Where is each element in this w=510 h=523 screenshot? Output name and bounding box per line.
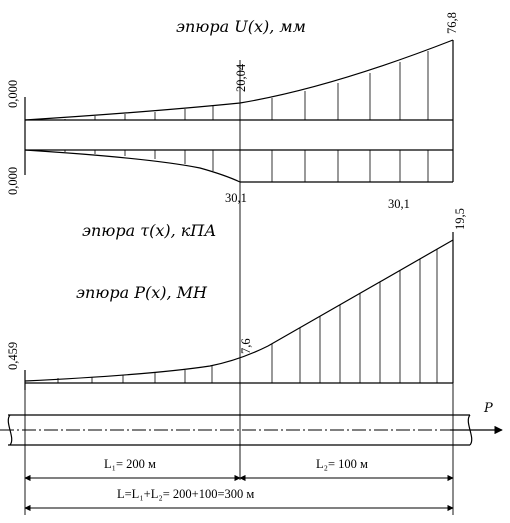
u-end-bottom-value: 30,1 [388,197,410,211]
p-mid-value: 7,6 [239,338,253,354]
force-label: P [483,401,493,416]
u-upper-hatching [64,51,429,120]
p-curve [24,239,454,382]
u-mid-top-value: 20,04 [234,63,248,92]
pile: P [0,401,503,446]
p-end-value: 19,5 [453,208,467,230]
tau-diagram-title: эпюра τ(x), кПА [82,221,216,240]
u-mid-bottom-value: 30,1 [225,191,247,205]
total-dimension-label: L=L₁+L₂= 200+100=300 м [117,487,254,501]
u-end-top-value: 76,8 [445,12,459,34]
u-start-bottom-value: 0,000 [6,167,20,195]
u-lower-curve [24,149,241,183]
p-start-value: 0,459 [6,342,20,370]
dimensions: L₁= 200 м L₂= 100 м L=L₁+L₂= 200+100=300… [24,383,454,515]
u-lower-hatching [64,150,429,182]
u-diagram: 0,000 20,04 76,8 0,000 30,1 30,1 [6,12,459,211]
l2-dimension-label: L₂= 100 м [316,457,368,471]
l1-dimension-label: L₁= 200 м [104,457,156,471]
p-diagram-title: эпюра P(x), МН [76,283,208,302]
u-start-top-value: 0,000 [6,80,20,108]
p-hatching [57,249,438,383]
u-diagram-title: эпюра U(x), мм [176,17,306,36]
p-diagram: 0,459 7,6 19,5 [6,208,467,390]
